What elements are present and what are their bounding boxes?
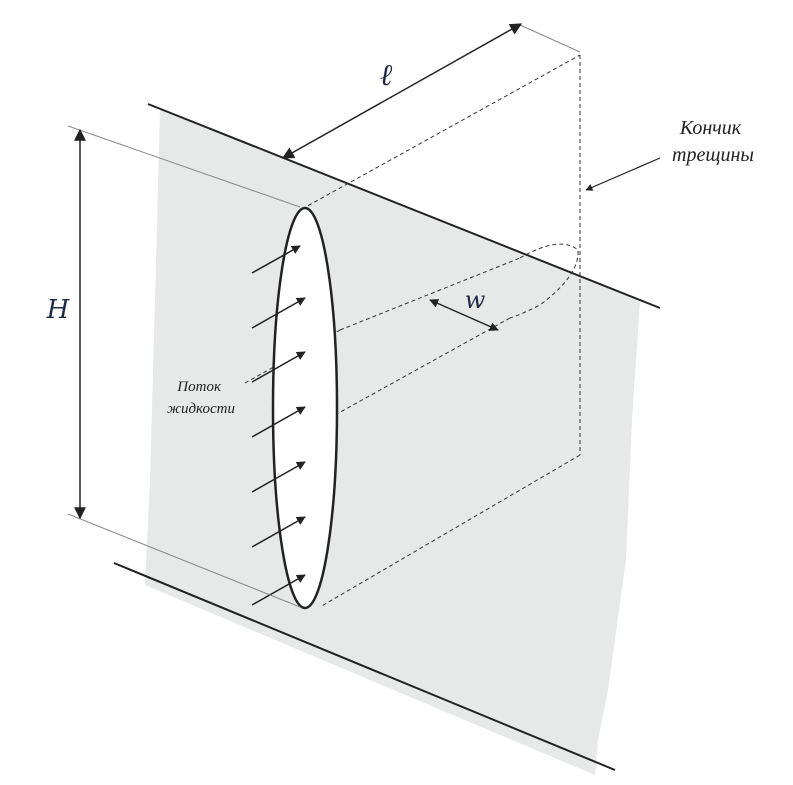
width-label: w [465,286,486,314]
crack-tip-pointer [585,157,661,191]
height-dimension [67,125,301,608]
fluid-flow-label-line: жидкости [167,401,235,417]
flow-arrow [251,297,306,329]
fluid-flow-label-line: Поток [176,379,222,395]
bottom-boundary-line [113,562,616,771]
crack-tip-label: Кончик трещины [672,117,754,166]
crack-hidden-edges [244,54,581,608]
flow-arrow [251,574,306,606]
top-boundary-line [147,103,661,309]
crack-opening-ellipse [271,206,339,610]
crack-tip-label-line: Кончик [679,117,742,139]
width-dimension [429,299,499,331]
flow-arrow [251,351,306,383]
height-label: H [46,295,71,325]
fluid-flow-label: Поток жидкости [167,379,235,417]
fracture-plane [145,110,640,775]
flow-arrow [251,245,301,274]
crack-tip-label-line: трещины [672,144,754,166]
flow-arrow [251,516,306,548]
flow-arrow [251,406,306,438]
flow-arrow [251,461,306,493]
flow-arrows [251,245,306,606]
length-dimension [281,23,581,159]
length-label: ℓ [380,58,393,93]
